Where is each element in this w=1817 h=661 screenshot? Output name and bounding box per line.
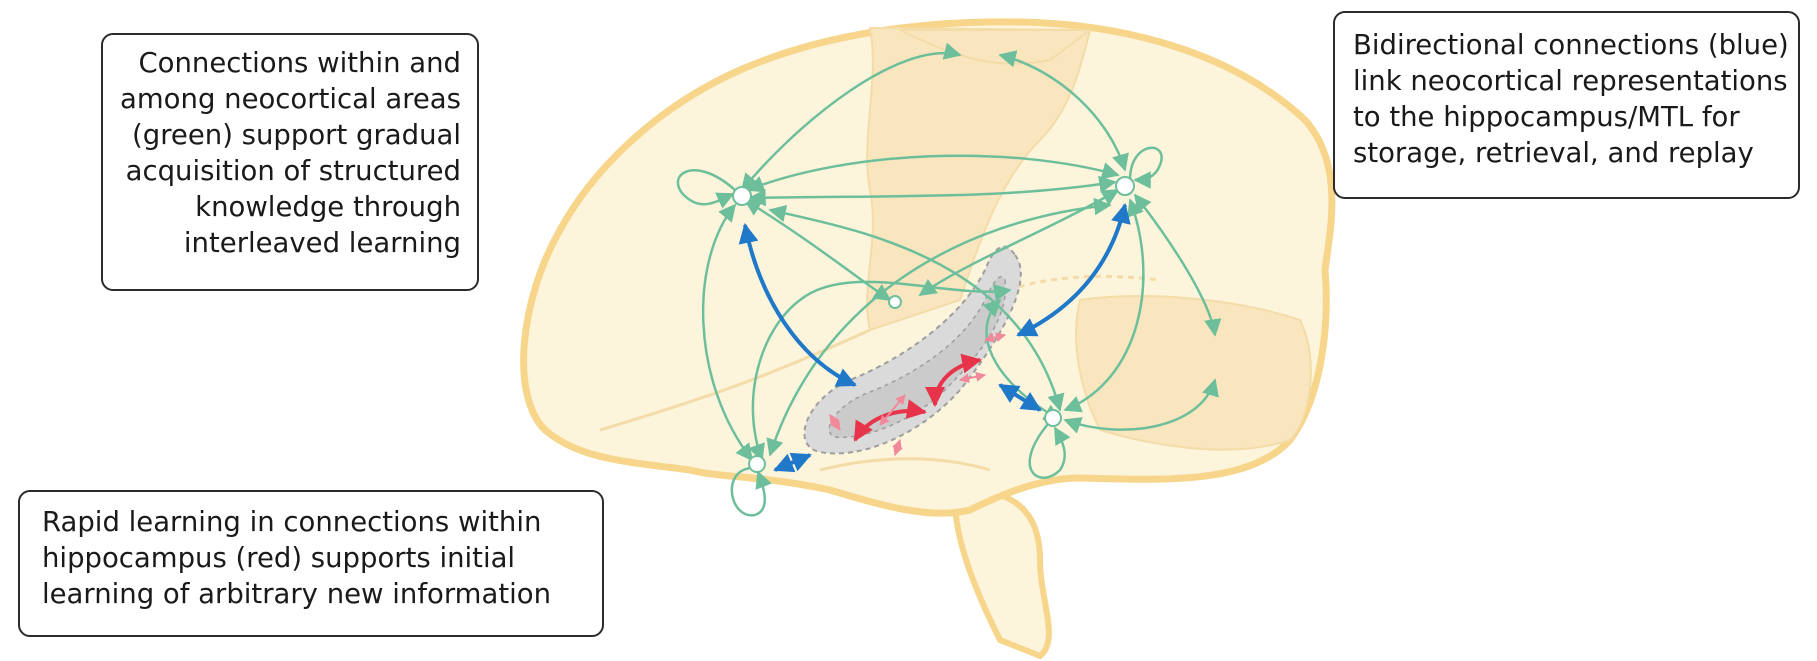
callout-line: link neocortical representations [1353,65,1788,97]
bidirectional-arrow [1016,203,1131,337]
callout-line: hippocampus (red) supports initial [42,542,516,574]
callout-line: (green) support gradual [132,119,461,151]
cerebellum-stem [951,491,1052,660]
hippocampal-minor-arrow [892,439,903,456]
callout-line: acquisition of structured [125,155,461,187]
neocortical-arrow [1133,193,1222,337]
hippocampal-minor-arrow [959,371,986,384]
hippocampal-arrow [925,353,982,407]
hippocampal-connections [829,332,1006,456]
callout-line: learning of arbitrary new information [42,578,551,610]
star-burst-node [732,186,752,206]
callout-line: Connections within and [138,47,461,79]
callout-line: interleaved learning [183,227,461,259]
callout-line: Rapid learning in connections within [42,506,542,538]
neocortical-arrow [701,203,754,462]
callout-line: storage, retrieval, and replay [1353,137,1754,169]
hippocampal-minor-arrow [984,332,1006,343]
neocortical-nodes [732,176,1135,473]
star-burst-node [1115,176,1135,196]
bidirectional-arrow [998,383,1042,412]
star-burst-node [1044,409,1062,427]
callout-line: to the hippocampus/MTL for [1353,101,1740,133]
self-loop [730,466,772,517]
bidirectional-arrow [738,223,857,387]
self-loop [1128,146,1163,189]
bidirectional-connections [738,203,1131,473]
hippocampal-minor-arrow [829,414,841,431]
callout-line: knowledge through [195,191,461,223]
bidirectional-callout: Bidirectional connections (blue) link ne… [1333,11,1800,199]
bidirectional-arrow [773,452,812,473]
callout-line: among neocortical areas [120,83,461,115]
self-loop [676,169,736,209]
star-burst-node [748,455,766,473]
neocortical-callout: Connections within and among neocortical… [101,33,479,291]
neocortical-arrow [998,50,1129,172]
callout-line: Bidirectional connections (blue) [1353,29,1789,61]
hippocampal-minor-arrow [879,394,906,426]
cortex-region [1075,295,1312,451]
star-burst-node [888,295,902,309]
hippocampal-callout: Rapid learning in connections within hip… [18,490,604,637]
self-loop [1028,423,1071,479]
